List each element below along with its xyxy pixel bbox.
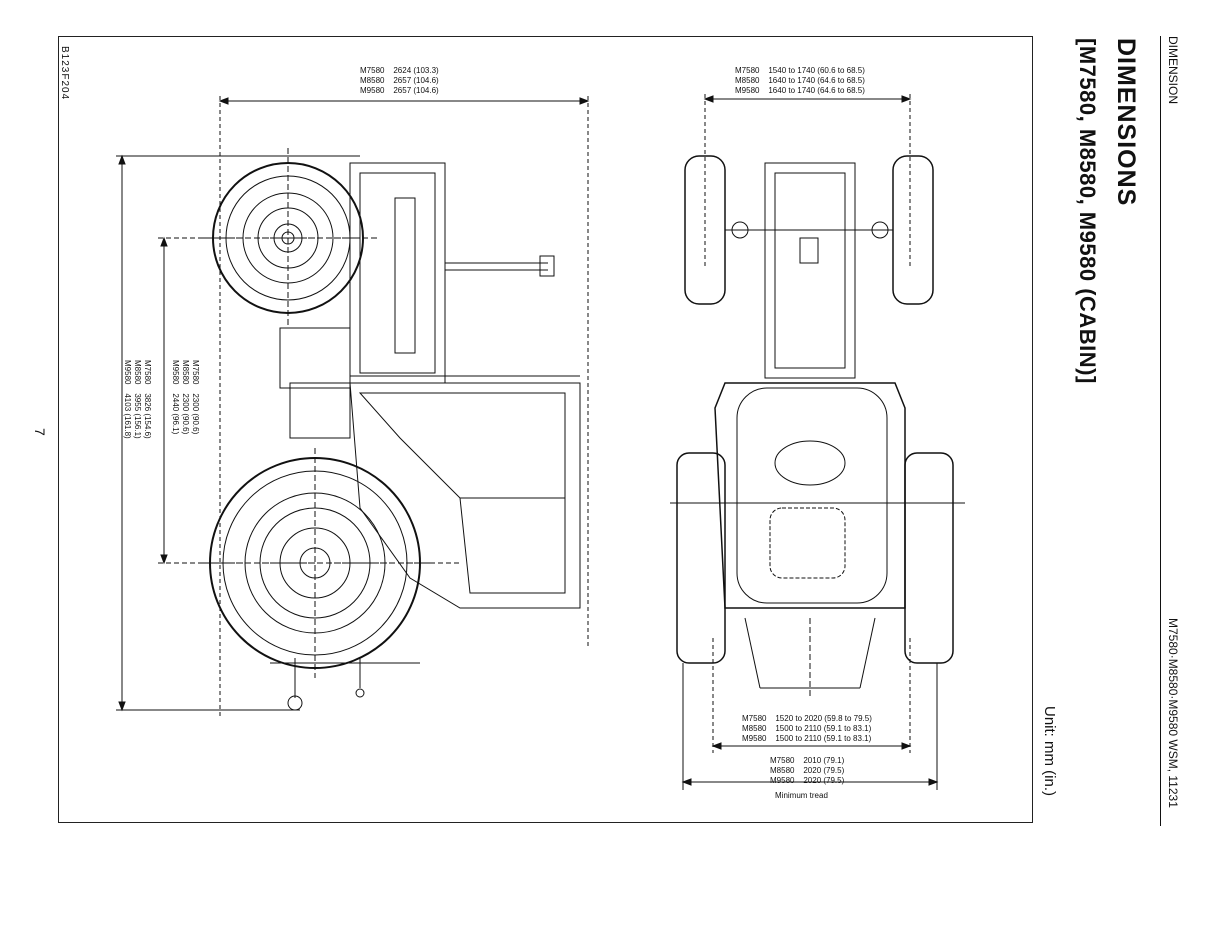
- wheelbase-row: M8580 2300 (90.6): [181, 360, 190, 435]
- front-tread-table: M7580 1540 to 1740 (60.6 to 68.5) M8580 …: [735, 66, 865, 96]
- front-tread-row: M7580 1540 to 1740 (60.6 to 68.5): [735, 66, 865, 75]
- rear-tread-row: M8580 1500 to 2110 (59.1 to 83.1): [742, 724, 872, 733]
- rear-tread-row: M9580 1500 to 2110 (59.1 to 83.1): [742, 734, 872, 743]
- rear-tread-table: M7580 1520 to 2020 (59.8 to 79.5) M8580 …: [742, 714, 872, 744]
- running-header-manual-code: M7580·M8580·M9580 WSM, 11231: [1166, 618, 1180, 808]
- length-row: M7580 2624 (103.3): [360, 66, 439, 75]
- front-tread-row: M9580 1640 to 1740 (64.6 to 68.5): [735, 86, 865, 95]
- width-row: M7580 2010 (79.1): [770, 756, 845, 765]
- wheelbase-row: M7580 2300 (90.6): [191, 360, 200, 435]
- rear-tread-row: M7580 1520 to 2020 (59.8 to 79.5): [742, 714, 872, 723]
- figure-frame: [58, 36, 1033, 823]
- page-subtitle: [M7580, M8580, M9580 (CABIN)]: [1075, 38, 1100, 384]
- front-tread-row: M8580 1640 to 1740 (64.6 to 68.5): [735, 76, 865, 85]
- running-header-section: DIMENSION: [1166, 36, 1180, 105]
- height-table: M7580 3826 (154.6) M8580 3955 (156.1) M9…: [122, 360, 152, 439]
- height-row: M8580 3955 (156.1): [133, 360, 142, 439]
- tractor-side-view-drawing: [116, 96, 590, 718]
- wheelbase-table: M7580 2300 (90.6) M8580 2300 (90.6) M958…: [170, 360, 200, 434]
- overall-length-table: M7580 2624 (103.3) M8580 2657 (104.6) M9…: [360, 66, 439, 96]
- length-row: M9580 2657 (104.6): [360, 86, 439, 95]
- width-row: M9580 2020 (79.5): [770, 776, 845, 785]
- minimum-tread-label: Minimum tread: [775, 791, 828, 800]
- header-rule: [1160, 36, 1161, 826]
- page-title: DIMENSIONS: [1112, 38, 1140, 207]
- height-row: M7580 3826 (154.6): [143, 360, 152, 439]
- unit-note: Unit: mm (in.): [1041, 706, 1058, 796]
- width-row: M8580 2020 (79.5): [770, 766, 845, 775]
- wheelbase-row: M9580 2440 (96.1): [171, 360, 180, 435]
- height-row: M9580 4103 (161.8): [123, 360, 132, 439]
- length-row: M8580 2657 (104.6): [360, 76, 439, 85]
- tractor-rear-view-drawing: [670, 94, 965, 790]
- overall-width-table: M7580 2010 (79.1) M8580 2020 (79.5) M958…: [770, 756, 844, 786]
- page-number: 7: [32, 428, 48, 436]
